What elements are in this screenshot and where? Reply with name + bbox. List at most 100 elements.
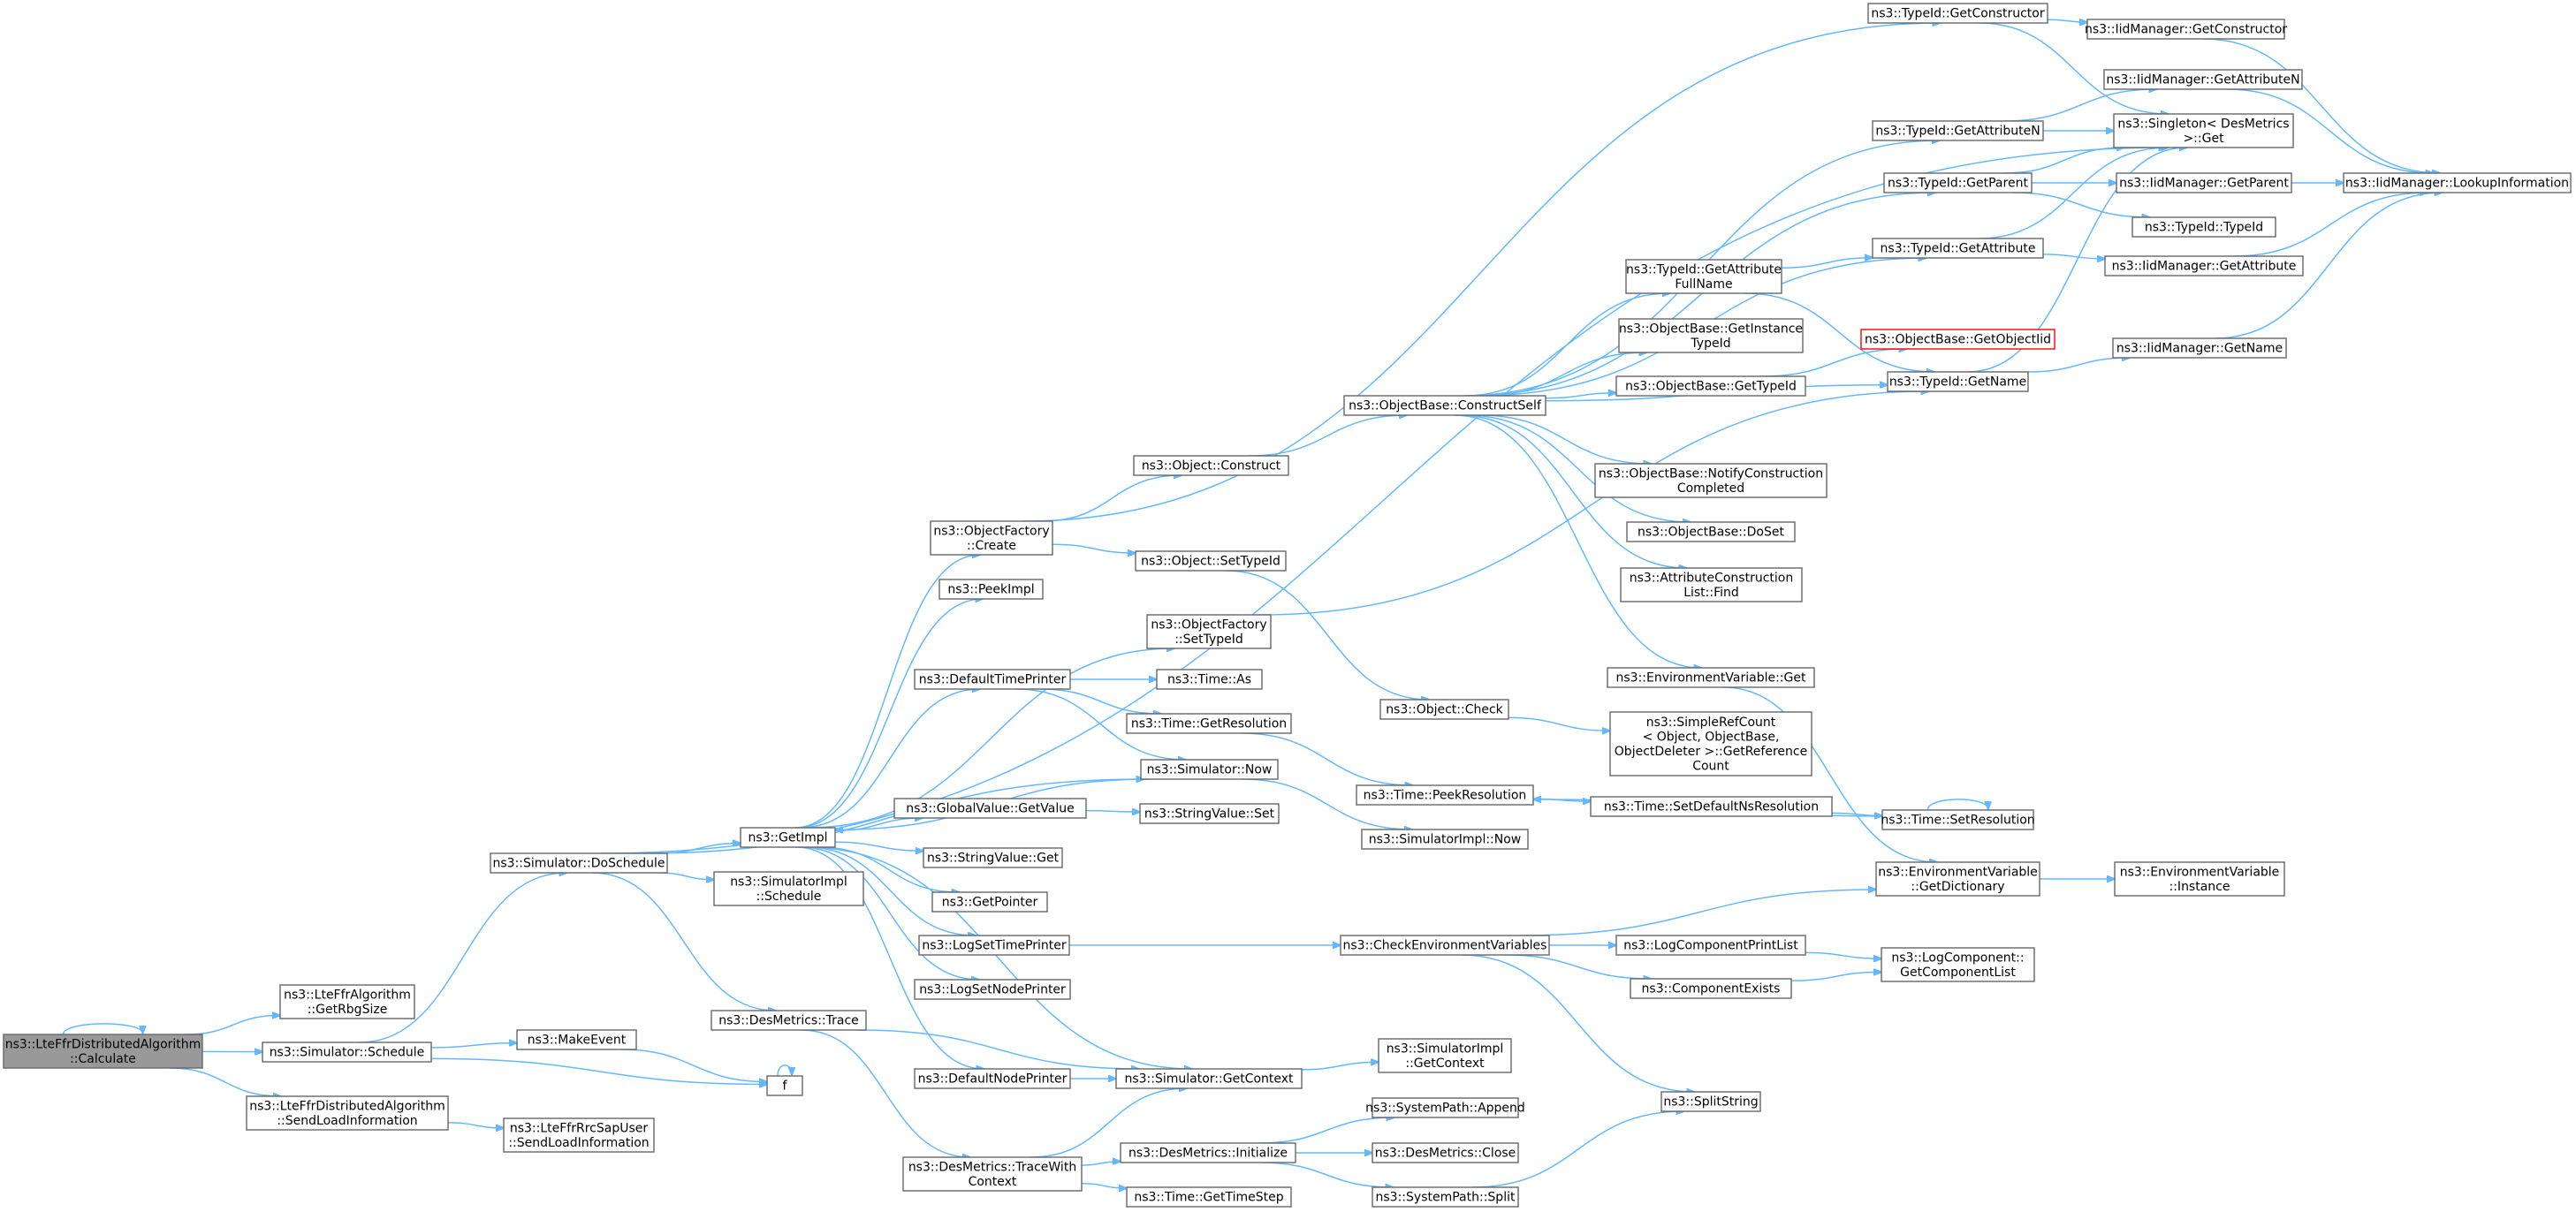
- node-getImpl[interactable]: ns3::GetImpl: [740, 827, 836, 848]
- node-box[interactable]: [1590, 796, 1833, 817]
- node-checkEnv[interactable]: ns3::CheckEnvironmentVariables: [1340, 935, 1550, 956]
- node-box[interactable]: [766, 1075, 803, 1096]
- node-simpleRef[interactable]: ns3::SimpleRefCount< Object, ObjectBase,…: [1609, 711, 1812, 776]
- node-setDefNs[interactable]: ns3::Time::SetDefaultNsResolution: [1590, 796, 1833, 817]
- node-box[interactable]: [1372, 1186, 1519, 1208]
- node-box[interactable]: [713, 871, 864, 906]
- node-envGet[interactable]: ns3::EnvironmentVariable::Get: [1607, 667, 1815, 688]
- node-svSet[interactable]: ns3::StringValue::Set: [1139, 803, 1280, 824]
- node-box[interactable]: [923, 847, 1063, 868]
- node-simImplNow[interactable]: ns3::SimulatorImpl::Now: [1361, 829, 1529, 850]
- node-box[interactable]: [2103, 69, 2303, 90]
- node-box[interactable]: [2131, 216, 2276, 238]
- node-f[interactable]: f: [766, 1075, 803, 1096]
- node-box[interactable]: [1881, 947, 2035, 982]
- node-gvGetValue[interactable]: ns3::GlobalValue::GetValue: [893, 798, 1087, 819]
- node-box[interactable]: [2116, 172, 2292, 193]
- node-box[interactable]: [1146, 614, 1272, 649]
- node-envGetDict[interactable]: ns3::EnvironmentVariable::GetDictionary: [1875, 861, 2040, 897]
- node-box[interactable]: [1126, 713, 1292, 734]
- node-ofCreate[interactable]: ns3::ObjectFactory::Create: [930, 520, 1053, 556]
- node-svGet[interactable]: ns3::StringValue::Get: [923, 847, 1063, 868]
- node-box[interactable]: [279, 984, 415, 1019]
- node-doSchedule[interactable]: ns3::Simulator::DoSchedule: [490, 852, 668, 874]
- node-logGetCompList[interactable]: ns3::LogComponent::GetComponentList: [1881, 947, 2035, 982]
- node-box[interactable]: [1361, 829, 1529, 850]
- node-box[interactable]: [930, 520, 1053, 556]
- node-spSplit[interactable]: ns3::SystemPath::Split: [1372, 1186, 1519, 1208]
- node-box[interactable]: [1887, 371, 2029, 392]
- node-objConstruct[interactable]: ns3::Object::Construct: [1133, 455, 1289, 476]
- node-box[interactable]: [1126, 1186, 1292, 1208]
- node-tidGetAttrN[interactable]: ns3::TypeId::GetAttributeN: [1872, 120, 2044, 141]
- node-root[interactable]: ns3::LteFfrDistributedAlgorithm::Calcula…: [3, 1034, 203, 1069]
- node-tidGetCtor[interactable]: ns3::TypeId::GetConstructor: [1867, 3, 2048, 24]
- node-box[interactable]: [1607, 667, 1815, 688]
- node-iidLookup[interactable]: ns3::IidManager::LookupInformation: [2343, 172, 2572, 193]
- node-splitString[interactable]: ns3::SplitString: [1660, 1091, 1761, 1112]
- node-iidGetAttr[interactable]: ns3::IidManager::GetAttribute: [2104, 255, 2304, 276]
- node-box[interactable]: [1881, 809, 2034, 830]
- node-simImplSchedule[interactable]: ns3::SimulatorImpl::Schedule: [713, 871, 864, 906]
- node-box[interactable]: [516, 1029, 637, 1050]
- node-objSetTypeId[interactable]: ns3::Object::SetTypeId: [1135, 550, 1287, 572]
- node-box[interactable]: [2086, 19, 2285, 40]
- node-desClose[interactable]: ns3::DesMetrics::Close: [1372, 1142, 1519, 1163]
- node-box[interactable]: [1372, 1142, 1519, 1163]
- node-defTimePrinter[interactable]: ns3::DefaultTimePrinter: [914, 669, 1071, 690]
- node-box[interactable]: [914, 979, 1071, 1000]
- node-box[interactable]: [490, 852, 668, 874]
- node-box[interactable]: [1133, 455, 1289, 476]
- node-box[interactable]: [1872, 238, 2044, 259]
- node-box[interactable]: [914, 669, 1071, 690]
- node-simGetContext[interactable]: ns3::Simulator::GetContext: [1115, 1068, 1303, 1089]
- node-spAppend[interactable]: ns3::SystemPath::Append: [1365, 1097, 1525, 1118]
- node-box[interactable]: [1378, 1038, 1512, 1073]
- node-tidGetParent[interactable]: ns3::TypeId::GetParent: [1883, 172, 2033, 193]
- node-objCheck[interactable]: ns3::Object::Check: [1379, 699, 1509, 720]
- node-obDoSet[interactable]: ns3::ObjectBase::DoSet: [1626, 521, 1796, 542]
- node-box[interactable]: [1356, 784, 1534, 806]
- node-tidGetName[interactable]: ns3::TypeId::GetName: [1887, 371, 2029, 392]
- node-timeAs[interactable]: ns3::Time::As: [1156, 669, 1263, 690]
- node-box[interactable]: [710, 1010, 867, 1031]
- node-box[interactable]: [740, 827, 836, 848]
- node-simImplGetCtx[interactable]: ns3::SimulatorImpl::GetContext: [1378, 1038, 1512, 1073]
- node-simNow[interactable]: ns3::Simulator::Now: [1140, 759, 1279, 780]
- node-box[interactable]: [1140, 759, 1279, 780]
- node-box[interactable]: [1340, 935, 1550, 956]
- node-box[interactable]: [1135, 550, 1287, 572]
- node-iidGetParent[interactable]: ns3::IidManager::GetParent: [2116, 172, 2292, 193]
- node-box[interactable]: [1120, 1142, 1296, 1163]
- node-box[interactable]: [914, 1068, 1071, 1089]
- node-logSetNode[interactable]: ns3::LogSetNodePrinter: [914, 979, 1071, 1000]
- node-box[interactable]: [1379, 699, 1509, 720]
- node-defNodePrinter[interactable]: ns3::DefaultNodePrinter: [914, 1068, 1071, 1089]
- node-timeGetStep[interactable]: ns3::Time::GetTimeStep: [1126, 1186, 1292, 1208]
- node-box[interactable]: [1872, 120, 2044, 141]
- node-box[interactable]: [1615, 935, 1806, 956]
- node-desTrace[interactable]: ns3::DesMetrics::Trace: [710, 1010, 867, 1031]
- node-ofSetTypeId[interactable]: ns3::ObjectFactory::SetTypeId: [1146, 614, 1272, 649]
- node-compExists[interactable]: ns3::ComponentExists: [1630, 978, 1792, 999]
- node-box[interactable]: [1875, 861, 2040, 897]
- node-timeGetRes[interactable]: ns3::Time::GetResolution: [1126, 713, 1292, 734]
- node-box[interactable]: [262, 1042, 432, 1063]
- node-desInit[interactable]: ns3::DesMetrics::Initialize: [1120, 1142, 1296, 1163]
- node-tidTypeId[interactable]: ns3::TypeId::TypeId: [2131, 216, 2276, 238]
- node-box[interactable]: [1618, 318, 1804, 353]
- node-box[interactable]: [2113, 113, 2294, 148]
- node-box[interactable]: [1630, 978, 1792, 999]
- node-iidGetName[interactable]: ns3::IidManager::GetName: [2112, 337, 2287, 359]
- node-rrcSend[interactable]: ns3::LteFfrRrcSapUser::SendLoadInformati…: [503, 1117, 655, 1153]
- node-box[interactable]: [1660, 1091, 1761, 1112]
- node-box[interactable]: [1615, 375, 1806, 397]
- node-schedule[interactable]: ns3::Simulator::Schedule: [262, 1042, 432, 1063]
- node-box[interactable]: [1115, 1068, 1303, 1089]
- node-box[interactable]: [1625, 259, 1782, 294]
- node-makeEvent[interactable]: ns3::MakeEvent: [516, 1029, 637, 1050]
